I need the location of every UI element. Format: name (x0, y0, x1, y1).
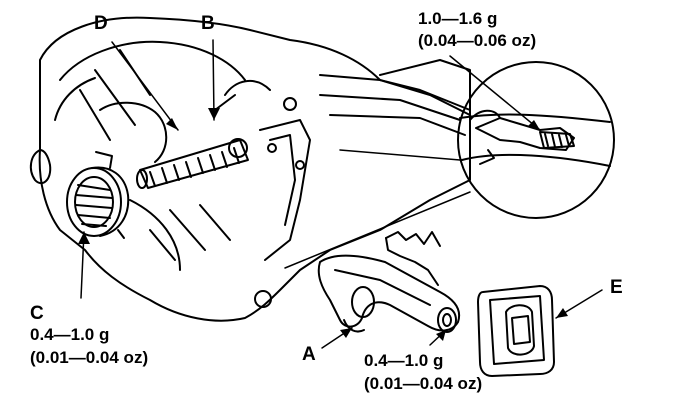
grease-spec-fork-imperial: (0.01—0.04 oz) (364, 374, 483, 393)
leader-lines (80, 39, 603, 349)
grease-spec-fork-metric: 0.4—1.0 g (364, 351, 444, 370)
grease-spec-bearing-imperial: (0.01—0.04 oz) (30, 348, 149, 367)
release-fork (317, 254, 460, 333)
release-bearing (66, 151, 130, 239)
detail-magnifier (457, 61, 615, 219)
input-shaft (136, 138, 249, 189)
dust-boot (477, 285, 555, 377)
arrow-heads (78, 108, 568, 341)
callout-c: C (30, 303, 44, 324)
callout-b: B (201, 13, 215, 34)
callout-e: E (610, 277, 623, 298)
grease-spec-detail-metric: 1.0—1.6 g (418, 9, 498, 28)
grease-spec-detail-imperial: (0.04—0.06 oz) (418, 31, 537, 50)
grease-spec-bearing-metric: 0.4—1.0 g (30, 325, 110, 344)
spring-clip (385, 231, 441, 286)
callout-a: A (302, 344, 316, 365)
callout-d: D (94, 13, 108, 34)
transmission-housing (29, 16, 471, 322)
